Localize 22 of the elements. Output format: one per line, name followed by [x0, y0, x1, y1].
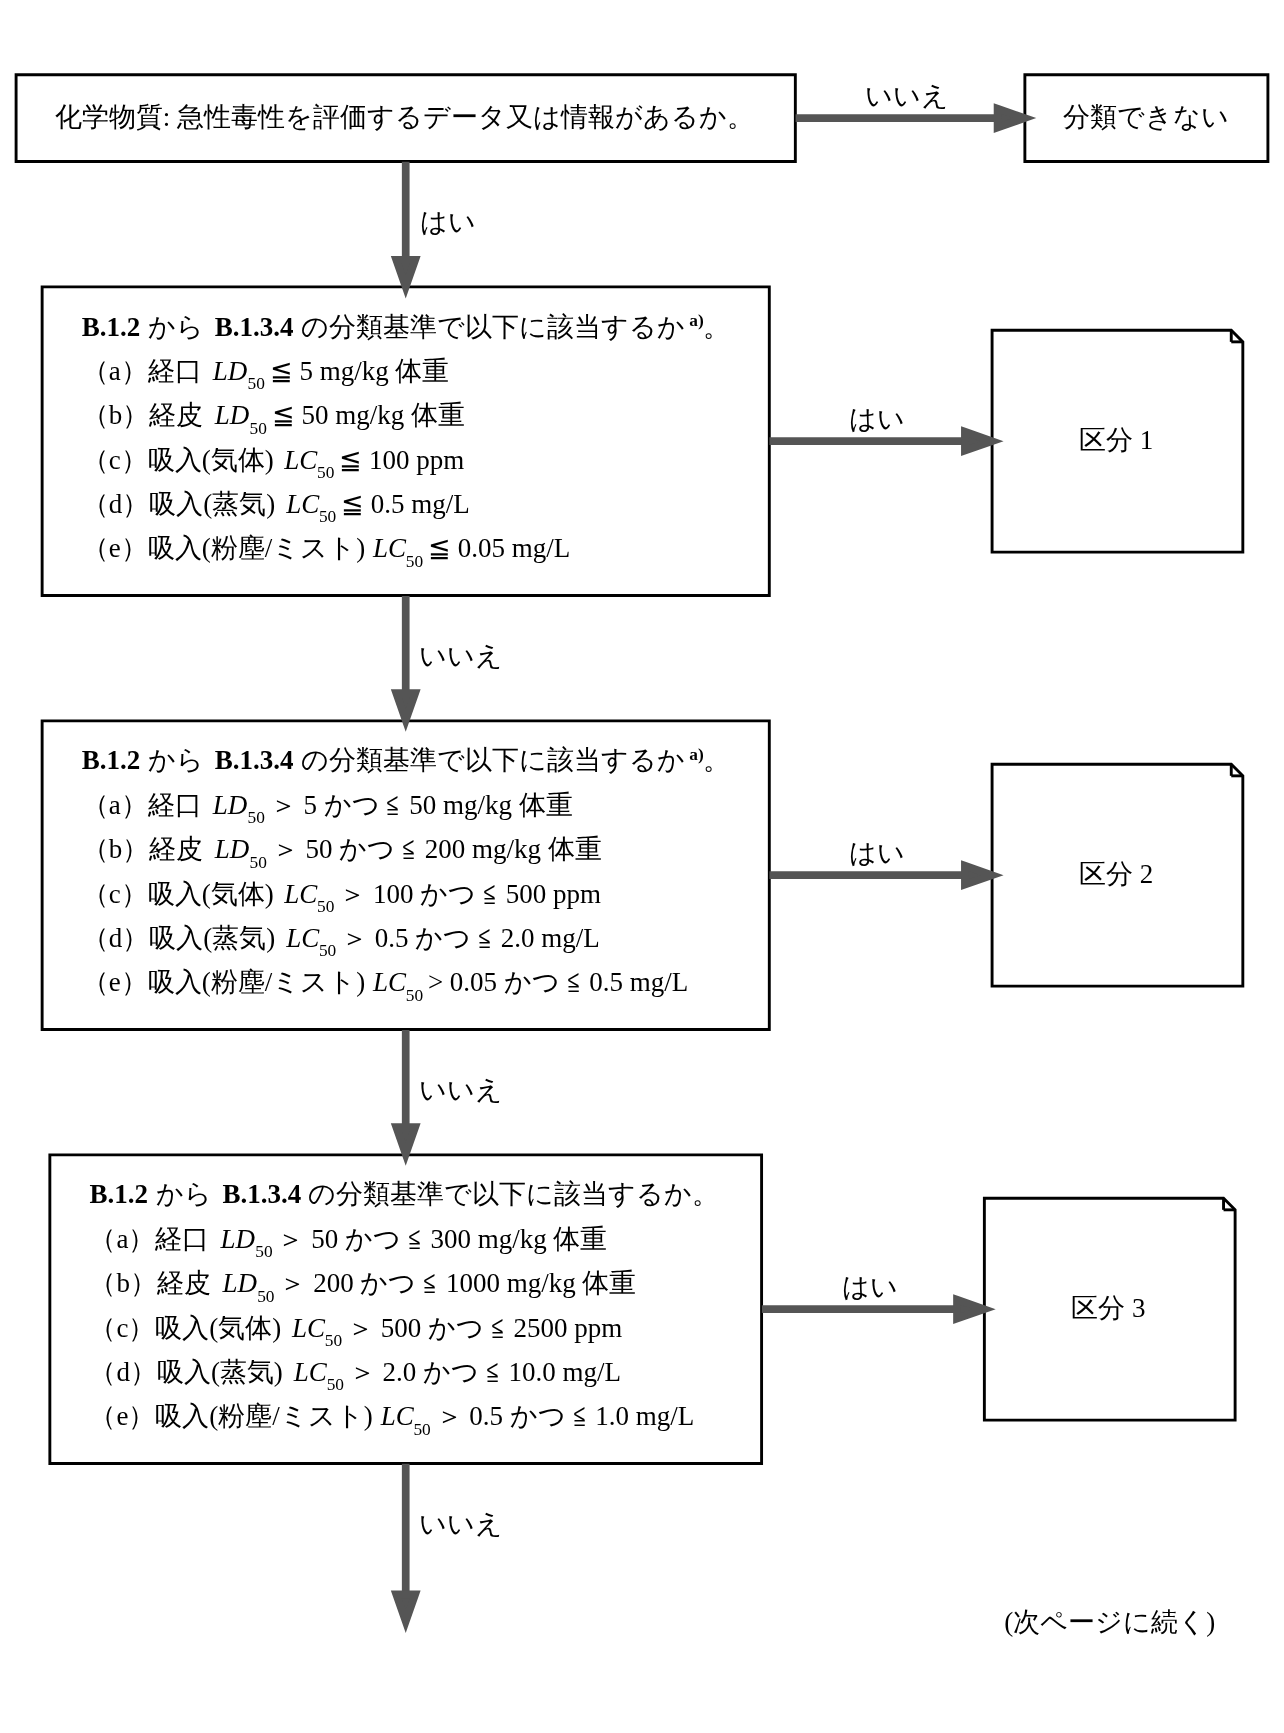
edge-label: はい — [419, 207, 476, 238]
node-box: 分類できない — [1023, 73, 1270, 163]
edge-label: はい — [849, 838, 906, 869]
edge-label: はい — [841, 1272, 898, 1303]
edge-label: はい — [849, 404, 906, 435]
arrow — [795, 103, 1037, 133]
edge-label: いいえ — [419, 1075, 504, 1106]
arrow — [390, 1463, 421, 1634]
edge-label: いいえ — [864, 81, 949, 111]
label: (次ページに続く) — [1004, 1606, 1216, 1637]
edge-label: いいえ — [419, 641, 504, 672]
arrow — [769, 426, 1004, 457]
edge-label: いいえ — [419, 1509, 504, 1540]
arrow — [390, 161, 421, 299]
arrow — [390, 1029, 421, 1166]
node-box: B.1.2 から B.1.3.4 の分類基準で以下に該当するか$^{a)}$。 （a）経口 LD$_{50}$ ＞ 5 かつ ≦ 50 mg/kg 体重 （b）経皮 LD$_{50}$ ＞ 50 かつ ≦ 200 mg/kg 体重 （c）吸入(気体) LC$_{50}$ ＞ 100 かつ ≦ 500 ppm （d）吸入(蒸気) LC$_{50}$ ＞ 0.5 かつ ≦ 2.0 mg/L （e）吸入(粉塵/ミスト) LC$_{50}$ > 0.05 かつ ≦ 0.5 mg/L — [40, 719, 771, 1031]
node-box: B.1.2 から B.1.3.4 の分類基準で以下に該当するか。 （a）経口 LD$_{50}$ ＞ 50 かつ ≦ 300 mg/kg 体重 （b）経皮 LD$_{50}$ ＞ 200 かつ ≦ 1000 mg/kg 体重 （c）吸入(気体) LC$_{50}$ ＞ 500 かつ ≦ 2500 ppm （d）吸入(蒸気) LC$_{50}$ ＞ 2.0 かつ ≦ 10.0 mg/L （e）吸入(粉塵/ミスト) LC$_{50}$ ＞ 0.5 かつ ≦ 1.0 mg/L — [48, 1153, 764, 1465]
node-box: 化学物質: 急性毒性を評価するデータ又は情報があるか。 — [14, 73, 797, 163]
node-box: B.1.2 から B.1.3.4 の分類基準で以下に該当するか$^{a)}$。 （a）経口 LD$_{50}$ ≦ 5 mg/kg 体重 （b）経皮 LD$_{50}$ ≦ 50 mg/kg 体重 （c）吸入(気体) LC$_{50}$ ≦ 100 ppm （d）吸入(蒸気) LC$_{50}$ ≦ 0.5 mg/L （e）吸入(粉塵/ミスト) LC$_{50}$ ≦ 0.05 mg/L — [40, 285, 771, 597]
arrow — [769, 860, 1004, 891]
arrow — [761, 1294, 996, 1325]
arrow — [390, 596, 421, 732]
